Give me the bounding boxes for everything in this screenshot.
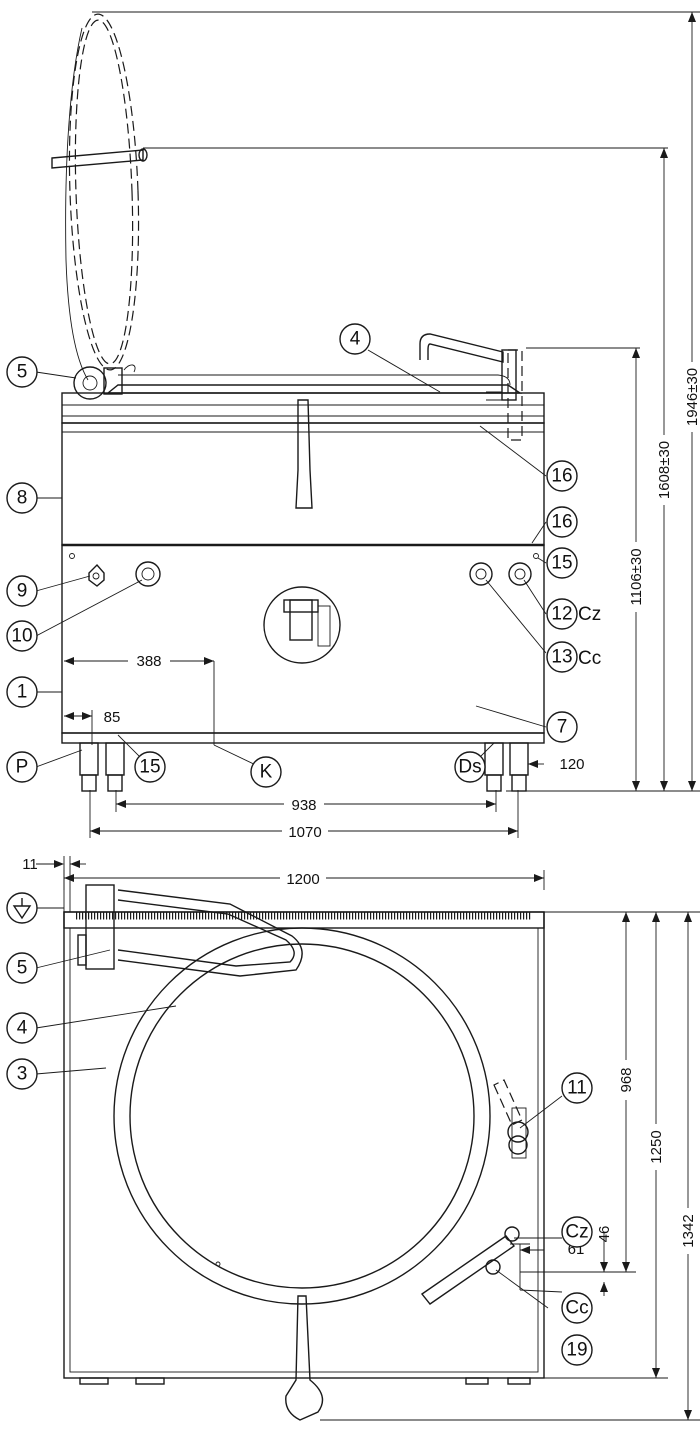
dim-85: 85 — [104, 709, 121, 726]
svg-text:4: 4 — [17, 1018, 28, 1039]
callout-P: P — [6, 751, 38, 783]
dim-1070: 1070 — [288, 824, 321, 841]
svg-text:3: 3 — [17, 1064, 28, 1085]
svg-text:10: 10 — [11, 626, 32, 647]
cabinet — [61, 544, 545, 734]
callout-4-front: 4 — [339, 323, 371, 355]
callout-5-front: 5 — [6, 356, 38, 388]
svg-text:5: 5 — [17, 958, 28, 979]
dim-1200: 1200 — [286, 871, 319, 888]
faucet-top — [493, 1079, 529, 1159]
dim-938: 938 — [291, 797, 316, 814]
control-knob-icon — [135, 561, 161, 587]
plinth — [61, 732, 545, 744]
svg-text:11: 11 — [567, 1078, 587, 1099]
callout-4-top: 4 — [6, 1012, 38, 1044]
svg-text:19: 19 — [566, 1340, 587, 1361]
worktop — [61, 392, 545, 424]
svg-text:13: 13 — [551, 647, 572, 668]
callout-5-top: 5 — [6, 952, 38, 984]
callout-15-right: 15 — [546, 547, 578, 579]
dim-46: 46 — [596, 1226, 613, 1243]
hinge-top — [85, 884, 115, 970]
dim-1342: 1342 — [680, 1214, 697, 1247]
dim-388: 388 — [136, 653, 161, 670]
pan-inner — [129, 943, 475, 1289]
svg-text:K: K — [260, 762, 273, 783]
callout-15-bottom: 15 — [134, 751, 166, 783]
lid-handle-top — [117, 889, 303, 977]
callout-Ds: Ds — [454, 751, 486, 783]
pan-outer — [113, 927, 491, 1305]
front-handle — [295, 399, 313, 509]
dim-968: 968 — [618, 1067, 635, 1092]
top-view: 1200 — [6, 856, 700, 1421]
water-knob-hot-icon — [508, 562, 532, 586]
knob-icon — [88, 563, 105, 587]
callout-8: 8 — [6, 482, 38, 514]
dim-1250: 1250 — [648, 1130, 665, 1163]
upper-panel — [61, 422, 545, 546]
callout-16-lower: 16 — [546, 506, 578, 538]
dim-1946: 1946±30 — [684, 368, 700, 426]
callout-Cz: Cz — [561, 1216, 593, 1248]
callout-7: 7 — [546, 711, 578, 743]
svg-text:4: 4 — [350, 329, 361, 350]
svg-text:16: 16 — [551, 512, 572, 533]
feet — [79, 742, 529, 792]
dim-11: 11 — [22, 856, 38, 873]
callout-10: 10 — [6, 620, 38, 652]
callout-3: 3 — [6, 1058, 38, 1090]
callout-16-upper: 16 — [546, 460, 578, 492]
equipotential-icon — [6, 892, 64, 924]
svg-text:8: 8 — [17, 488, 28, 509]
callout-19: 19 — [561, 1334, 593, 1366]
callout-11: 11 — [561, 1072, 593, 1104]
callout-9: 9 — [6, 575, 38, 607]
front-view: 1106±30 1608±30 1946±30 388 85 938 1070 — [6, 11, 700, 841]
callout-13: 13 — [546, 641, 578, 673]
svg-text:15: 15 — [551, 553, 572, 574]
svg-text:12: 12 — [551, 604, 572, 625]
svg-text:P: P — [16, 757, 29, 778]
svg-text:Ds: Ds — [458, 757, 481, 778]
closed-lid — [106, 384, 523, 394]
callout-K: K — [250, 756, 282, 788]
svg-text:15: 15 — [139, 757, 160, 778]
svg-text:5: 5 — [17, 362, 28, 383]
callout-1: 1 — [6, 676, 38, 708]
front-handle-top — [285, 1295, 324, 1421]
drain-pipe — [420, 1235, 516, 1305]
outlet-19 — [485, 1259, 501, 1275]
callout-12: 12 — [546, 598, 578, 630]
open-lid — [51, 13, 148, 381]
dim-120: 120 — [559, 756, 584, 773]
label-cz: Cz — [578, 604, 601, 625]
hinge-icon — [73, 366, 107, 400]
callout-Cc: Cc — [561, 1292, 593, 1324]
dim-1106: 1106±30 — [628, 548, 645, 605]
power-badge-icon — [263, 586, 341, 664]
svg-text:16: 16 — [551, 466, 572, 487]
faucet — [419, 333, 523, 441]
dim-1608: 1608±30 — [656, 441, 673, 499]
svg-text:Cz: Cz — [565, 1222, 588, 1243]
svg-text:Cc: Cc — [565, 1298, 588, 1319]
label-cc: Cc — [578, 648, 601, 669]
svg-text:7: 7 — [557, 717, 568, 738]
water-knob-cold-icon — [469, 562, 493, 586]
svg-text:1: 1 — [17, 682, 28, 703]
svg-text:9: 9 — [17, 581, 28, 602]
